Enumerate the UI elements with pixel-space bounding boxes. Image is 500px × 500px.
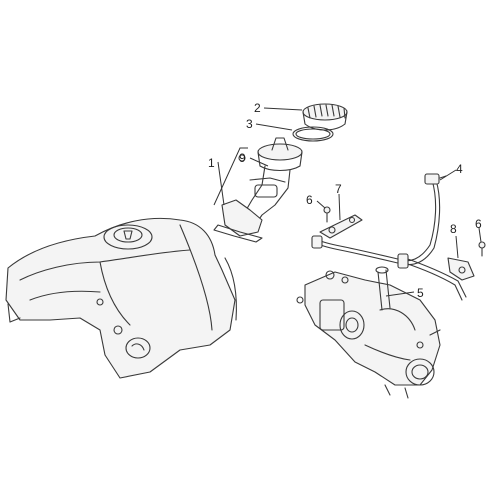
bracket-left — [319, 214, 363, 239]
screw-right — [478, 241, 486, 257]
callout-1: 1 — [208, 156, 215, 170]
leader-1 — [217, 161, 225, 206]
callout-6-left: 6 — [306, 193, 313, 207]
leader-9 — [249, 157, 269, 167]
fuel-pump-assembly — [213, 137, 303, 243]
fuel-tank — [5, 217, 237, 379]
callout-4: 4 — [456, 162, 463, 176]
callout-labels: 1 2 3 4 5 6 6 7 8 9 — [208, 101, 482, 300]
leader-5 — [385, 291, 415, 297]
leader-3 — [255, 123, 293, 131]
fuel-hose — [311, 173, 467, 301]
callout-8: 8 — [450, 222, 457, 236]
callout-5: 5 — [417, 286, 424, 300]
leader-lines — [213, 107, 482, 297]
o-ring-seal — [292, 126, 334, 142]
leader-1-bracket — [213, 147, 248, 206]
screw — [323, 206, 331, 223]
ring-nut — [302, 103, 348, 131]
leader-7 — [338, 193, 341, 221]
callout-2: 2 — [254, 101, 261, 115]
leader-8 — [455, 235, 459, 259]
bracket-right — [447, 257, 475, 281]
leader-2 — [263, 107, 303, 111]
leader-6a — [316, 200, 326, 209]
leader-6b — [478, 227, 482, 243]
callout-3: 3 — [246, 117, 253, 131]
throttle-body — [296, 266, 441, 399]
callout-9: 9 — [239, 151, 246, 165]
callout-7: 7 — [335, 182, 342, 196]
callout-6-right: 6 — [475, 217, 482, 231]
leader-4 — [439, 169, 457, 181]
